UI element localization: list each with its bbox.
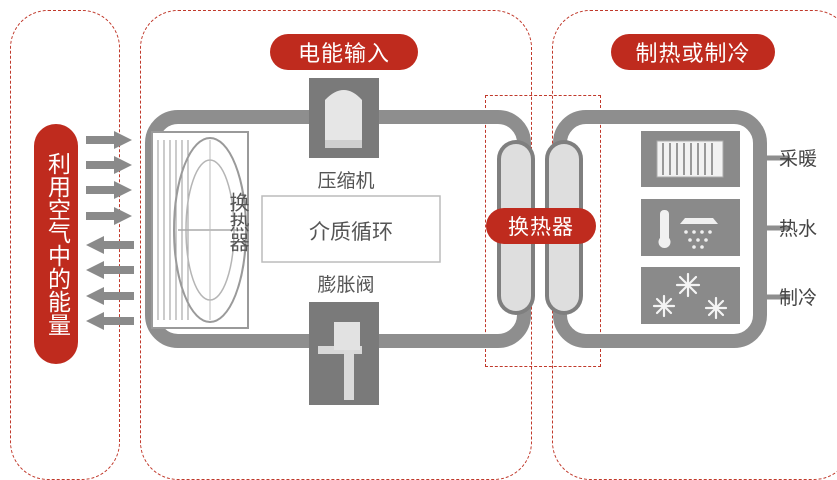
expansion-valve-graphic bbox=[309, 302, 379, 405]
medium-cycle-label: 介质循环 bbox=[309, 220, 393, 244]
expansion-valve-label: 膨胀阀 bbox=[317, 274, 375, 296]
power-input-pill: 电能输入 bbox=[270, 34, 418, 70]
arrow-in-1 bbox=[86, 131, 132, 149]
arrow-out-2 bbox=[86, 261, 134, 279]
right-exchanger-pill: 换热器 bbox=[486, 208, 596, 244]
output-label-heating: 采暖 bbox=[779, 148, 818, 170]
hot-water-card bbox=[641, 199, 740, 256]
medium-cycle-box bbox=[261, 195, 441, 263]
radiator-card bbox=[641, 131, 740, 187]
compressor-graphic bbox=[309, 78, 379, 158]
environment-energy-pill: 利用空气中的能量 bbox=[34, 124, 78, 364]
evaporator-coil bbox=[151, 131, 249, 329]
airflow-arrows bbox=[86, 131, 134, 330]
output-label-hotwater: 热水 bbox=[779, 218, 818, 240]
arrow-in-3 bbox=[86, 181, 132, 199]
arrow-out-1 bbox=[86, 236, 134, 254]
compressor-label: 压缩机 bbox=[317, 170, 375, 192]
exchanger-dashed-box bbox=[485, 95, 601, 367]
heat-or-cool-pill: 制热或制冷 bbox=[611, 34, 775, 70]
arrow-in-4 bbox=[86, 207, 132, 225]
arrow-out-4 bbox=[86, 312, 134, 330]
output-label-cooling: 制冷 bbox=[779, 287, 818, 309]
arrow-in-2 bbox=[86, 156, 132, 174]
arrow-out-3 bbox=[86, 287, 134, 305]
cooling-card bbox=[641, 267, 740, 324]
left-exchanger-label: 换热器 bbox=[226, 192, 250, 252]
